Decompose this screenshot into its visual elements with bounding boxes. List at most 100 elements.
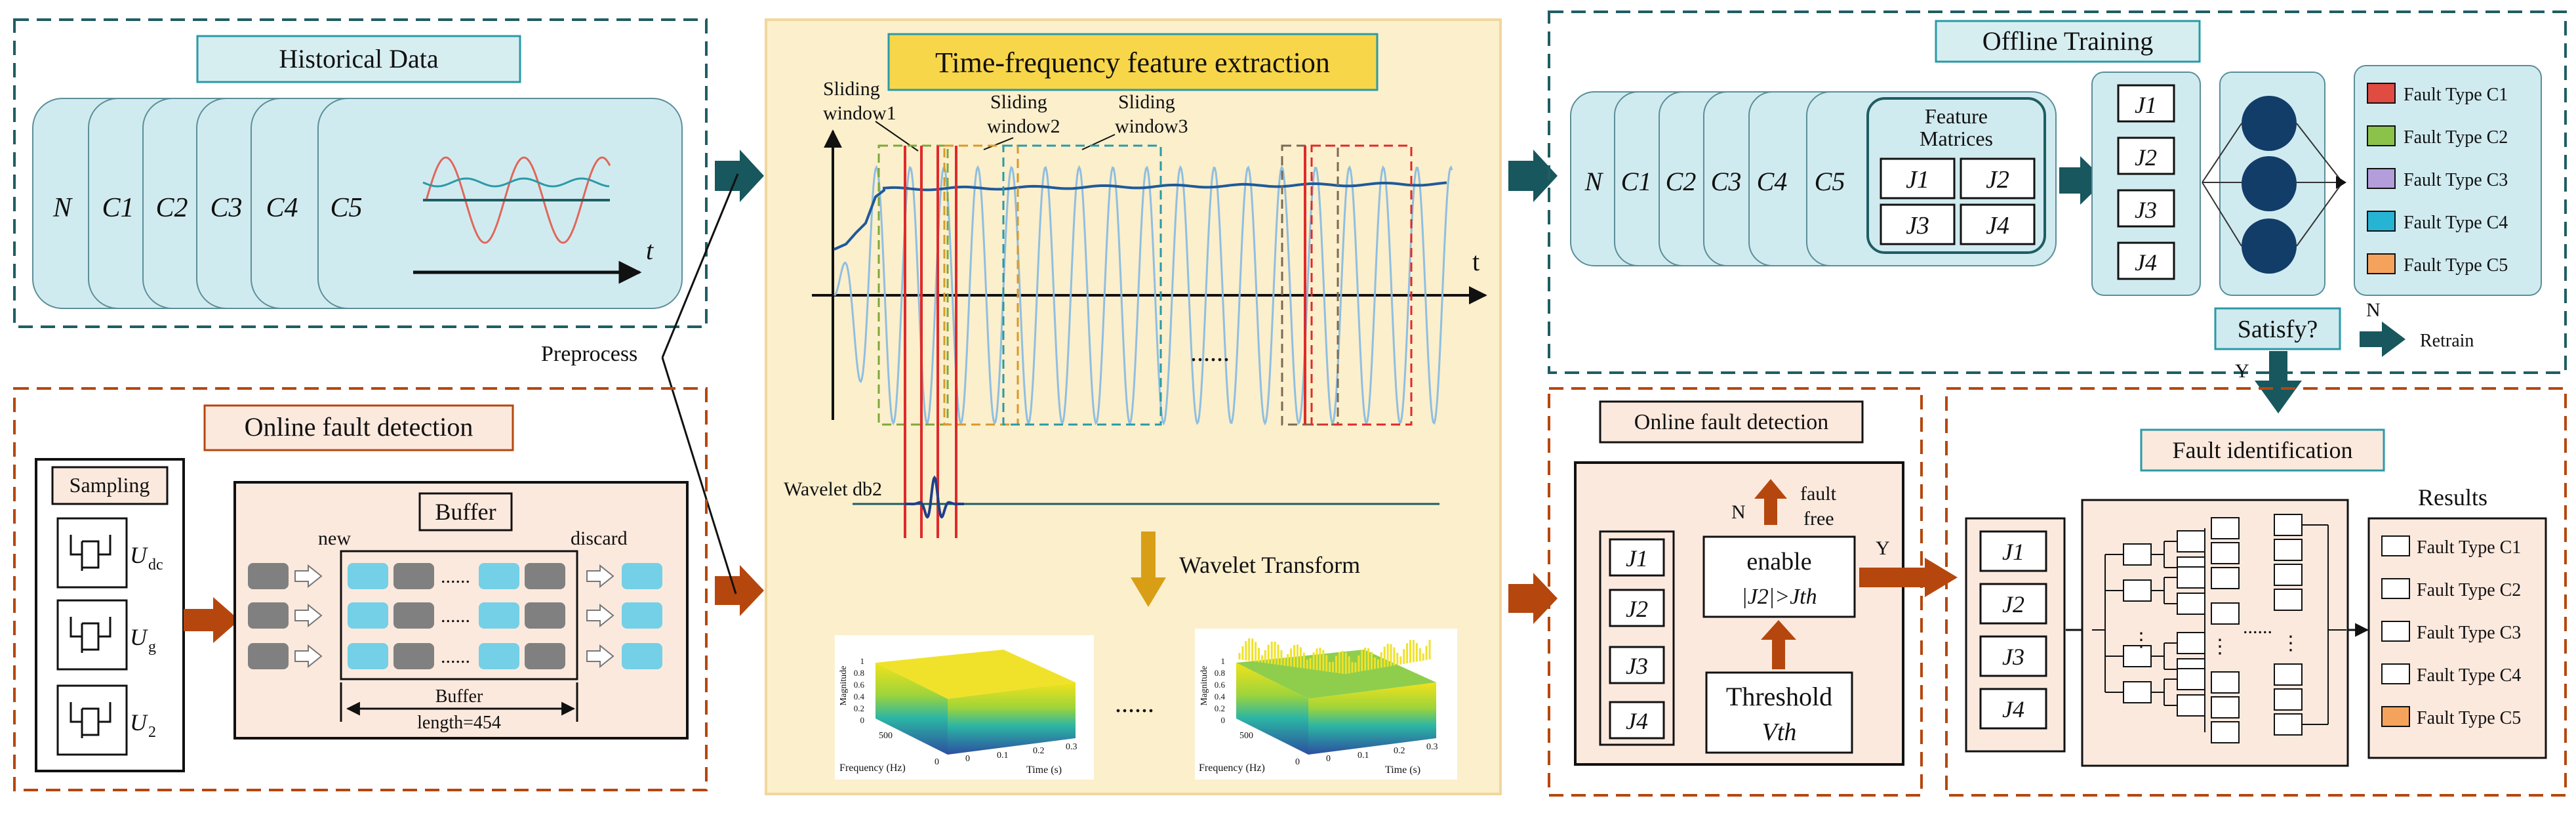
online-right-j1-box: [1609, 538, 1665, 577]
tree-dots: ⋮: [2210, 636, 2230, 657]
offline-label-c2: C2: [1666, 167, 1697, 196]
spectrogram-1-tlabel: Time (s): [1026, 764, 1062, 776]
fault-free-label-2: free: [1803, 508, 1834, 530]
tree-node: [2211, 721, 2240, 743]
feature-matrices-title-1: Feature: [1925, 104, 1988, 128]
legend-swatch: [2367, 125, 2396, 146]
network-node-1: [2242, 96, 2297, 151]
tree-node: [2123, 645, 2152, 667]
legend-swatch: [2367, 253, 2396, 274]
spectrogram-2-mag-tick-2: 0.8: [1215, 668, 1225, 678]
offline-j1-box: [2117, 84, 2175, 123]
historical-label-c5: C5: [330, 193, 362, 223]
buffer-length-label-1: Buffer: [435, 686, 483, 707]
network-node-2: [2242, 156, 2297, 211]
sensor-ug-label: U: [130, 624, 148, 650]
tree-node: [2177, 593, 2205, 615]
spectrogram-2-mag-tick-1: 1: [1221, 656, 1226, 666]
fault-id-j3-box: [1979, 635, 2047, 677]
buffer-cell: [393, 563, 434, 589]
offline-cards: N C1 C2 C3 C4 C5 Feature Matrices J1 J2 …: [1570, 91, 2057, 266]
spectrogram-1-right-face: [948, 682, 1076, 755]
buffer-length-label-2: length=454: [417, 713, 501, 733]
online-left-title: Online fault detection: [245, 412, 473, 442]
tree-node: [2211, 542, 2240, 564]
fault-id-title: Fault identification: [2173, 437, 2353, 463]
buffer-discarded-cell: [622, 602, 662, 629]
buffer-dots: ......: [441, 646, 470, 667]
extraction-to-online-arrow: [1508, 573, 1558, 624]
spectrogram-1-freq-tick-1: 500: [879, 731, 893, 741]
fault-free-label-1: fault: [1800, 483, 1837, 505]
tree-node: [2274, 688, 2303, 711]
spectrogram-2-time-tick-1: 0: [1326, 754, 1331, 764]
spectrogram-1-mag-tick-6: 0: [860, 715, 865, 725]
fault-free-arrow: [1754, 479, 1787, 525]
window2-label-1: Sliding: [990, 91, 1047, 113]
sensor-udc: U dc: [56, 517, 163, 589]
matrix-j4-box: [1960, 203, 2036, 245]
retrain-no-label: N: [2366, 299, 2381, 321]
satisfy-box: [2214, 307, 2341, 350]
window-red-lines: [904, 146, 957, 538]
time-frequency-panel: Time-frequency feature extraction Slidin…: [765, 18, 1502, 795]
buffer-out-arrow: [586, 564, 614, 589]
spectrogram-1-left-face: [875, 663, 948, 755]
window2-label-2: window2: [987, 115, 1060, 137]
sliding-window-1: [877, 144, 949, 426]
sensor-u2-label: U: [130, 709, 148, 736]
spectrogram-2-right-face: [1308, 682, 1436, 755]
tree-dots: ⋮: [2131, 629, 2151, 651]
buffer-in-arrow: [294, 564, 323, 589]
tree-node: [2177, 694, 2205, 717]
spectrogram-2-tlabel: Time (s): [1385, 764, 1420, 776]
tree-node: [2123, 543, 2152, 566]
fault-id-j1-label: J1: [2002, 539, 2024, 565]
window1-label-1: Sliding: [823, 78, 880, 100]
tree-node: [2123, 579, 2152, 602]
matrix-j1-label: J1: [1906, 166, 1929, 194]
buffer-discarded-cell: [622, 563, 662, 589]
spectrogram-ellipsis: ......: [1115, 688, 1154, 718]
threshold-box: [1705, 671, 1853, 754]
spectrogram-2: Magnitude Frequency (Hz) Time (s) 1 0.8 …: [1195, 629, 1457, 780]
network-edge-4: [2296, 123, 2343, 183]
sensor-u2-sub: 2: [148, 724, 156, 741]
spectrogram-1-time-tick-3: 0.2: [1033, 746, 1045, 756]
legend-swatch: [2367, 83, 2396, 104]
offline-title: Offline Training: [1982, 26, 2153, 56]
spectrogram-2-time-tick-4: 0.3: [1426, 742, 1438, 752]
spectrogram-1-mag-tick-1: 1: [860, 656, 865, 666]
satisfy-label: Satisfy?: [2238, 316, 2318, 343]
tree-node: [2177, 530, 2205, 552]
matrices-to-list-arrow: [2059, 156, 2105, 205]
signal-ellipsis: ......: [1190, 337, 1230, 367]
historical-panel-border: [13, 18, 708, 328]
online-right-j2-label: J2: [1626, 596, 1648, 622]
historical-label-c3: C3: [210, 193, 242, 223]
offline-j1-label: J1: [2135, 92, 2157, 118]
sampling-title-box: [51, 466, 169, 505]
legend-label: Fault Type C4: [2404, 213, 2508, 233]
fault-id-j4-box: [1979, 688, 2047, 730]
result-label: Fault Type C4: [2417, 665, 2521, 686]
sensor-ug: U g: [56, 599, 156, 671]
online-left-panel-border: [13, 387, 708, 791]
offline-j-list-box: [2091, 72, 2201, 296]
buffer-incoming-cell: [248, 563, 289, 589]
buffer-cell: [393, 643, 434, 669]
spectrogram-1-mag-tick-2: 0.8: [854, 668, 864, 678]
neural-network: [2202, 72, 2346, 296]
fault-id-j1-box: [1979, 530, 2047, 572]
spectrogram-2-left-face: [1236, 663, 1308, 755]
spectrogram-2-top: [1236, 650, 1436, 699]
historical-data-panel: Historical Data N C1 C2 C3 C4 C5 t: [13, 18, 708, 328]
window3-pointer: [1081, 134, 1116, 150]
feature-matrices-title-2: Matrices: [1920, 127, 1993, 150]
tree-dots: ⋮: [2281, 633, 2301, 654]
tree-node: [2274, 663, 2303, 686]
spectrogram-1-time-tick-1: 0: [965, 754, 970, 764]
buffer-cell: [479, 602, 519, 629]
offline-training-panel: Offline Training N C1 C2 C3 C4 C5 Featur…: [1548, 10, 2567, 413]
result-label: Fault Type C5: [2417, 708, 2521, 728]
